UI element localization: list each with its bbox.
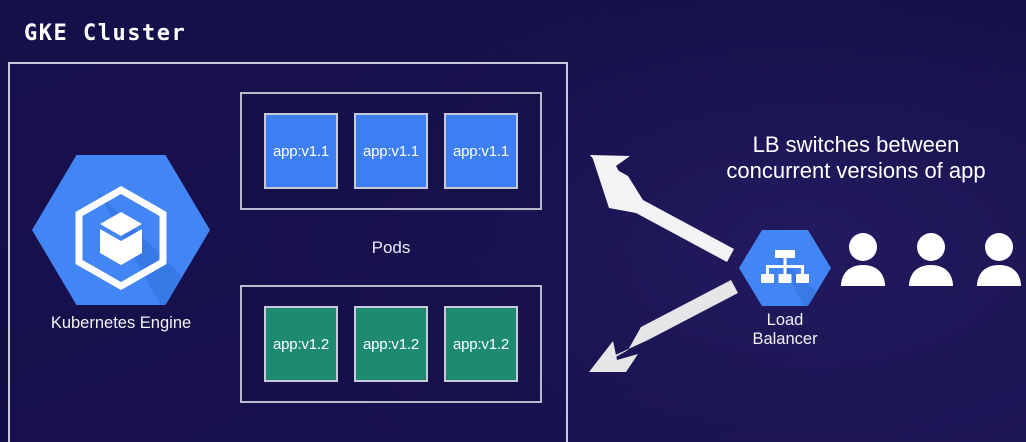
pod-app-v1-1-a[interactable]: app:v1.1 (264, 113, 338, 189)
pod-app-v1-1-b[interactable]: app:v1.1 (354, 113, 428, 189)
lb-annotation-line2: concurrent versions of app (726, 157, 986, 183)
load-balancer-label-line1: Load (766, 311, 804, 329)
pod-app-v1-1-c[interactable]: app:v1.1 (444, 113, 518, 189)
pod-group-v1-1: app:v1.1 app:v1.1 app:v1.1 (240, 92, 542, 210)
kubernetes-engine-hexagon-icon (32, 152, 210, 308)
user-icon (977, 233, 1021, 286)
load-balancer-label: Load Balancer (737, 311, 833, 350)
pod-app-v1-2-b[interactable]: app:v1.2 (354, 306, 428, 382)
users-group (838, 232, 1024, 288)
pods-caption: Pods (371, 238, 411, 257)
load-balancer-hexagon-icon (739, 228, 831, 308)
user-icon (909, 233, 953, 286)
pod-app-v1-2-a[interactable]: app:v1.2 (264, 306, 338, 382)
page-title: GKE Cluster (24, 21, 187, 46)
lb-annotation: LB switches between concurrent versions … (686, 132, 1026, 184)
kubernetes-engine-node: Kubernetes Engine (30, 152, 212, 333)
pod-app-v1-2-c[interactable]: app:v1.2 (444, 306, 518, 382)
load-balancer-node: Load Balancer (737, 228, 833, 350)
pod-group-v1-2: app:v1.2 app:v1.2 app:v1.2 (240, 285, 542, 403)
load-balancer-label-line2: Balancer (752, 330, 818, 349)
user-icon (841, 233, 885, 286)
kubernetes-engine-label: Kubernetes Engine (50, 314, 192, 332)
lb-annotation-line1: LB switches between (752, 132, 960, 157)
arrow-to-v1-2-pods (589, 280, 738, 372)
